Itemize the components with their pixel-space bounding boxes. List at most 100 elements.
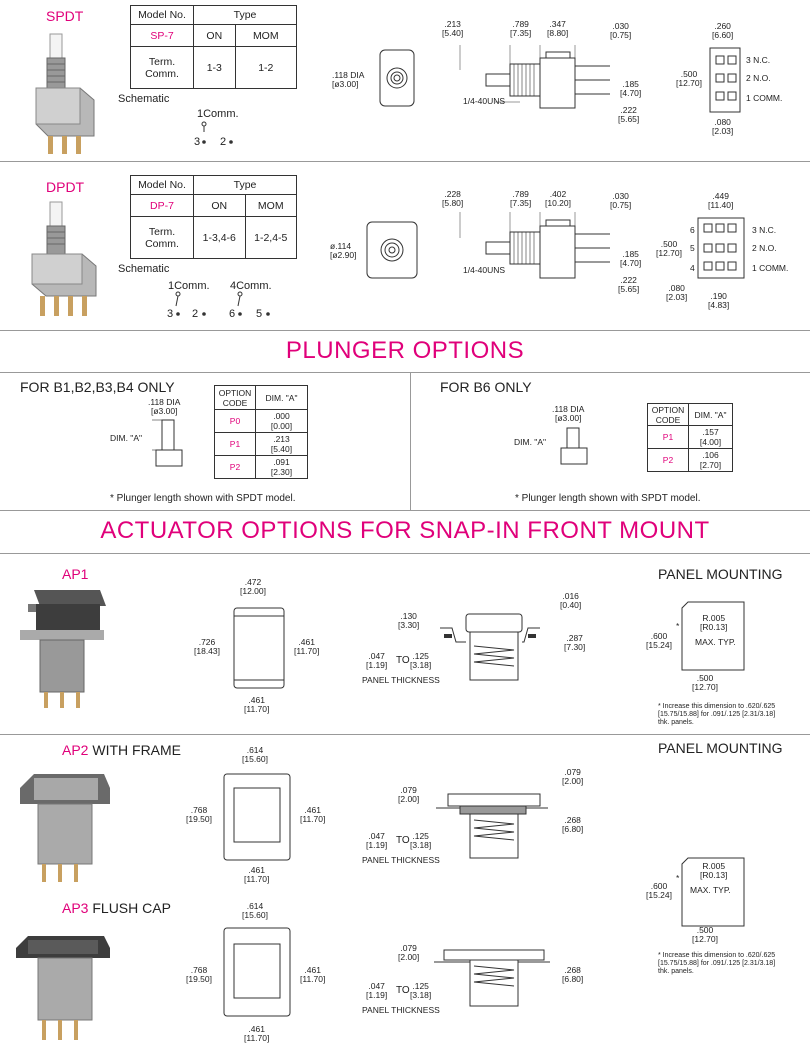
- dpdt-dim-228: .228 [5.80]: [442, 189, 464, 208]
- spdt-switch-photo: [35, 33, 95, 154]
- term-comm-label: Term. Comm.: [130, 46, 194, 89]
- dpdt-dim-789: .789 [7.35]: [510, 189, 532, 208]
- dpdt-dim-190: .190 [4.83]: [708, 291, 730, 310]
- option-code: P1: [647, 425, 689, 449]
- plunger-right-drawing: [560, 427, 588, 465]
- panel2-star: *: [676, 873, 680, 883]
- spdt-dim-080: .080 [2.03]: [712, 117, 734, 136]
- dpdt-dim-080: .080 [2.03]: [666, 283, 688, 302]
- comm1-label: 1Comm.: [168, 280, 210, 292]
- ap2-front-view: [223, 773, 291, 861]
- ap2-switch-photo: [20, 774, 110, 882]
- divider: [0, 734, 810, 735]
- ap1-dim-016: .016 [0.40]: [560, 591, 582, 610]
- spdt-label: SPDT: [46, 8, 84, 24]
- spdt-com: 1 COMM.: [746, 93, 783, 103]
- spdt-dim-030: .030 [0.75]: [610, 21, 632, 40]
- ap1-panel-thickness: PANEL THICKNESS: [362, 675, 440, 685]
- dpdt-nc: 3 N.C.: [752, 225, 777, 235]
- ap3-suffix: FLUSH CAP: [88, 900, 171, 916]
- spdt-front-view: [379, 49, 415, 107]
- panel2-dim-500: .500 [12.70]: [692, 925, 718, 944]
- spdt-dim-347: .347 [8.80]: [547, 19, 569, 38]
- col-model: Model No.: [130, 175, 194, 195]
- actuator-options-title: ACTUATOR OPTIONS FOR SNAP-IN FRONT MOUNT: [100, 517, 710, 544]
- spdt-dim-222: .222 [5.65]: [618, 105, 640, 124]
- dim-a-value: .000 [0.00]: [255, 409, 308, 433]
- col-dim-a: DIM. "A": [255, 385, 308, 410]
- dpdt-dim-500: .500 [12.70]: [656, 239, 682, 258]
- plunger-right-dia: .118 DIA [ø3.00]: [552, 404, 585, 423]
- ap1-to: TO: [396, 655, 410, 666]
- ap3-front-view: [223, 927, 291, 1017]
- ap2-dim-461r: .461 [11.70]: [300, 805, 326, 824]
- ap2-dim-614: .614 [15.60]: [242, 745, 268, 764]
- option-code: P1: [214, 432, 256, 456]
- spdt-dim-185: .185 [4.70]: [620, 79, 642, 98]
- plunger-left-dim-a: DIM. "A": [110, 433, 143, 443]
- spdt-dia-dim: .118 DIA [ø3.00]: [332, 70, 365, 89]
- panel-mounting-title: PANEL MOUNTING: [658, 566, 783, 582]
- comm4-label: 4Comm.: [230, 280, 272, 292]
- ap3-dim-079l: .079 [2.00]: [398, 943, 420, 962]
- panel-mounting-title: PANEL MOUNTING: [658, 740, 783, 756]
- ap3-switch-photo: [16, 936, 110, 1040]
- ap3-dim-461b: .461 [11.70]: [244, 1024, 270, 1043]
- dpdt-dim-449: .449 [11.40]: [708, 191, 734, 210]
- pin-6: 6: [229, 308, 236, 320]
- ap3-label: AP3 FLUSH CAP: [62, 900, 171, 916]
- option-code: P0: [214, 409, 256, 433]
- panel1-note: * Increase this dimension to .620/.625 […: [658, 703, 776, 726]
- type-on: ON: [193, 194, 246, 217]
- option-code: P2: [214, 455, 256, 479]
- ap1-side-view: [440, 613, 540, 681]
- option-code: P2: [647, 448, 689, 472]
- panel2-note: * Increase this dimension to .620/.625 […: [658, 952, 776, 975]
- panel1-dim-500: .500 [12.70]: [692, 673, 718, 692]
- ap1-thk-125: .125 [3.18]: [410, 651, 432, 670]
- ap2-dim-079r: .079 [2.00]: [562, 767, 584, 786]
- vertical-divider: [410, 372, 411, 510]
- pin-2: 2: [192, 308, 199, 320]
- term-on: 1-3: [193, 46, 236, 89]
- divider: [0, 330, 810, 331]
- ap3-dim-461r: .461 [11.70]: [300, 965, 326, 984]
- type-mom: MOM: [244, 194, 297, 217]
- dim-a-value: .213 [5.40]: [255, 432, 308, 456]
- plunger-left-note: * Plunger length shown with SPDT model.: [110, 493, 296, 504]
- dpdt-no: 2 N.O.: [752, 243, 777, 253]
- ap3-side-view: [434, 949, 550, 1007]
- panel2-dim-600: .600 [15.24]: [646, 881, 672, 900]
- ap2-thk-125: .125 [3.18]: [410, 831, 432, 850]
- pin-2: 2: [220, 136, 227, 148]
- spdt-no: 2 N.O.: [746, 73, 771, 83]
- ap1-label: AP1: [62, 566, 89, 582]
- dpdt-pin-layout: [697, 217, 745, 279]
- dpdt-thread: 1/4-40UNS: [463, 265, 506, 275]
- panel1-max-typ: MAX. TYP.: [695, 637, 736, 647]
- ap2-dim-268: .268 [6.80]: [562, 815, 584, 834]
- spdt-dim-213: .213 [5.40]: [442, 19, 464, 38]
- model-number: DP-7: [130, 194, 194, 217]
- spdt-thread: 1/4-40UNS: [463, 96, 506, 106]
- ap2-dim-461b: .461 [11.70]: [244, 865, 270, 884]
- dpdt-schematic: [175, 291, 270, 316]
- ap3-code: AP3: [62, 900, 89, 916]
- dim-a-value: .091 [2.30]: [255, 455, 308, 479]
- col-dim-a: DIM. "A": [688, 403, 733, 426]
- spdt-dim-500: .500 [12.70]: [676, 69, 702, 88]
- ap3-thk-047: .047 [1.19]: [366, 981, 388, 1000]
- dim-a-value: .106 [2.70]: [688, 448, 733, 472]
- spdt-schematic: [201, 121, 233, 144]
- dim-a-value: .157 [4.00]: [688, 425, 733, 449]
- ap2-suffix: WITH FRAME: [88, 742, 182, 758]
- dpdt-dim-030: .030 [0.75]: [610, 191, 632, 210]
- ap2-code: AP2: [62, 742, 89, 758]
- ap1-dim-287: .287 [7.30]: [564, 633, 586, 652]
- panel1-star: *: [676, 621, 680, 631]
- ap1-switch-photo: [20, 590, 106, 708]
- dpdt-side-view: [459, 212, 610, 279]
- type-mom: MOM: [234, 24, 298, 47]
